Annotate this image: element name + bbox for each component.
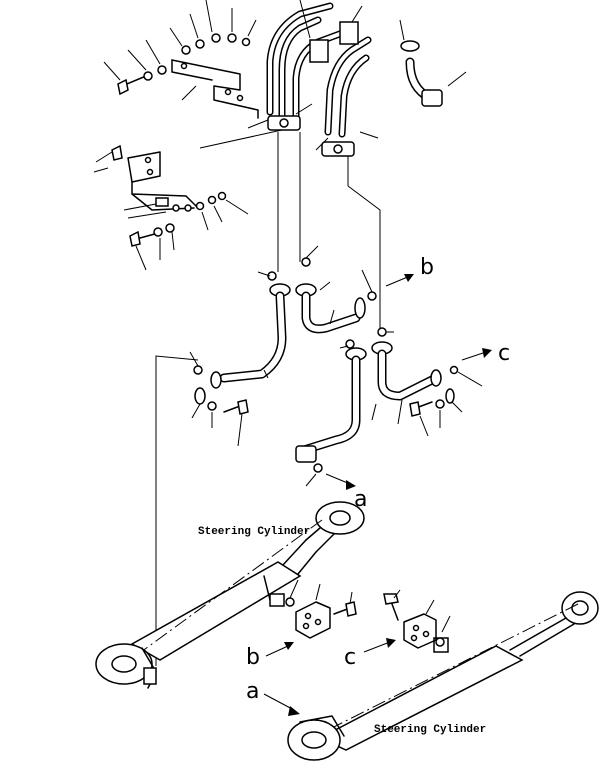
elbow-hose-upper-right xyxy=(399,19,467,107)
label-steering-cylinder-lower: Steering Cylinder xyxy=(374,724,486,736)
callout-letter-b-bottom: b xyxy=(246,645,260,670)
connector-block-c xyxy=(383,589,451,649)
callout-letter-a-top: a xyxy=(354,487,367,512)
middle-hoses xyxy=(189,132,483,487)
upper-tube-assembly xyxy=(266,2,372,157)
callout-letter-b-top: b xyxy=(420,255,434,280)
steering-cylinder-lower xyxy=(287,591,599,761)
steering-cylinder-upper xyxy=(95,501,365,689)
tube-clamp-block xyxy=(339,21,359,45)
connector-block-b xyxy=(285,579,357,639)
tube-clamp-block xyxy=(309,39,329,63)
callout-letter-a-bottom: a xyxy=(246,679,259,704)
middle-bracket xyxy=(93,129,283,271)
label-steering-cylinder-upper: Steering Cylinder xyxy=(198,526,310,538)
flow-arrows xyxy=(263,274,492,716)
callout-letter-c-bottom: c xyxy=(344,645,356,670)
upper-bracket xyxy=(103,0,379,151)
callout-letter-c-top: c xyxy=(498,341,510,366)
